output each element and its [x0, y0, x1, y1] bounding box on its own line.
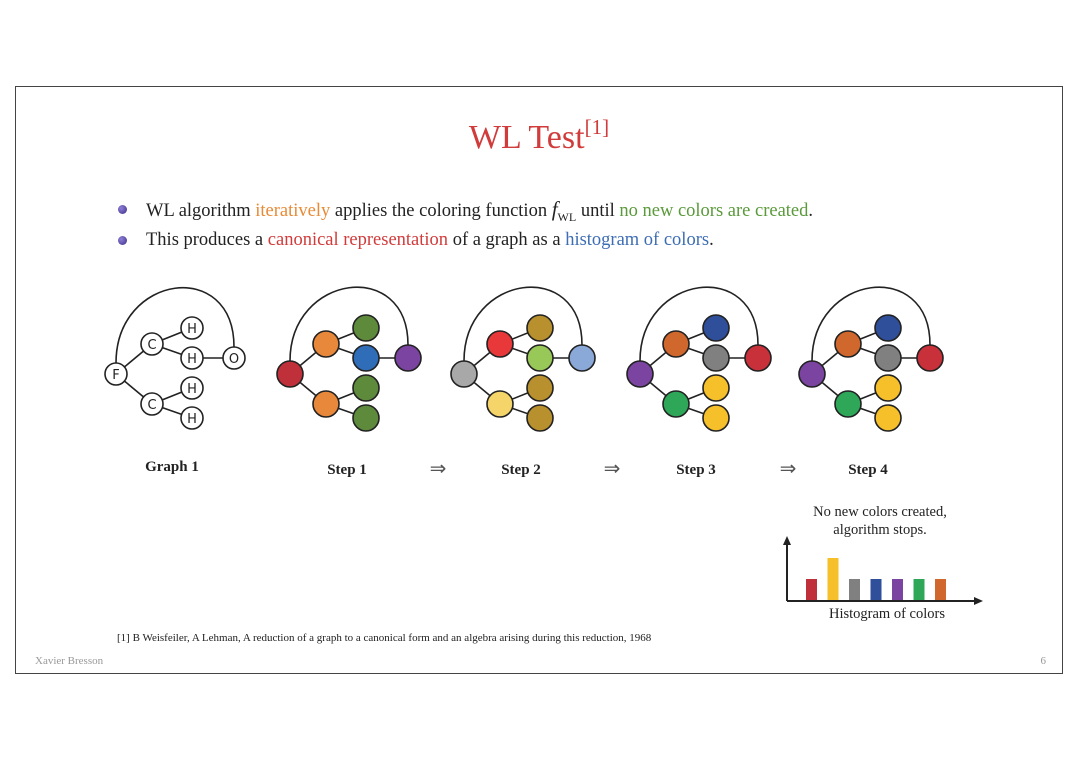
graph1-label: Graph 1 [145, 459, 199, 475]
graph1-atom-label: O [229, 352, 239, 367]
histogram-bar [913, 579, 925, 600]
step-graph-node [744, 344, 772, 372]
graph1-node [180, 376, 204, 400]
histogram-bar [849, 579, 860, 600]
math-subscript: WL [557, 210, 577, 225]
graph1-atom-label: H [187, 352, 197, 367]
bullet-dot-icon [118, 205, 127, 214]
bullet-segment: applies the coloring function [330, 201, 552, 221]
step-graph-node [874, 374, 902, 402]
bullet-text: This produces a canonical representation… [146, 230, 714, 250]
double-arrow-icon: ⇒ [780, 456, 797, 480]
graph1-atom-label: H [187, 382, 197, 397]
step-graph-node [486, 330, 514, 358]
step-graph-node [352, 344, 380, 372]
step-graph-node [450, 360, 478, 388]
graph1-node [180, 406, 204, 430]
graph1-node [104, 362, 128, 386]
bullet-segment: . [808, 201, 814, 221]
step-graph-node [352, 374, 380, 402]
bullet-segment: This produces a [146, 230, 268, 250]
graph1-node [180, 346, 204, 370]
bullet-segment: until [576, 201, 620, 221]
histogram-bar [827, 558, 839, 600]
bullet-dot-icon [118, 236, 127, 245]
histogram-axis-label: Histogram of colors [829, 606, 945, 622]
step-label: Step 1 [327, 462, 367, 478]
step-graph-node [568, 344, 596, 372]
step-graph-node [874, 314, 902, 342]
step-graph-node [702, 344, 730, 372]
step-graph-node [662, 330, 690, 358]
graph1-atom-label: H [187, 322, 197, 337]
bullet-segment: of a graph as a [448, 230, 566, 250]
graph1-node [180, 316, 204, 340]
graph1-node [222, 346, 246, 370]
histogram-caption: algorithm stops. [833, 522, 926, 538]
slide-title: WL Test[1] [468, 115, 610, 156]
step-graph-edge [811, 286, 931, 362]
bullet-segment: canonical representation [267, 230, 449, 250]
step-graph-node [798, 360, 826, 388]
graph1-node [140, 332, 164, 356]
bullet-segment: WL algorithm [146, 201, 256, 221]
graph1-atom-label: H [187, 412, 197, 427]
graph1-node [140, 392, 164, 416]
step-graph-node [526, 314, 554, 342]
step-label: Step 3 [676, 462, 716, 478]
step-graph-node [312, 330, 340, 358]
title-reference: [1] [584, 115, 610, 139]
step-graph-node [312, 390, 340, 418]
x-axis-arrow-icon [974, 597, 983, 605]
step-graph-node [526, 404, 554, 432]
step-graph-node [526, 374, 554, 402]
bullet-segment: no new colors are created [619, 201, 809, 221]
histogram-bar [806, 579, 817, 600]
step-graph-node [276, 360, 304, 388]
step-graph-node [874, 404, 902, 432]
bullet-list: WL algorithm iteratively applies the col… [116, 194, 1016, 256]
step-graph-node [626, 360, 654, 388]
histogram-bar [935, 579, 946, 600]
step-graph-node [874, 344, 902, 372]
histogram-bar [892, 579, 903, 600]
bullet-segment: histogram of colors [565, 230, 710, 250]
author-name: Xavier Bresson [35, 655, 104, 667]
step-graph-edge [463, 286, 583, 362]
bullet-item: WL algorithm iteratively applies the col… [116, 194, 1016, 225]
step-graph-node [352, 404, 380, 432]
graph1-edge [115, 286, 235, 364]
step-graph-node [526, 344, 554, 372]
double-arrow-icon: ⇒ [604, 456, 621, 480]
step-graph-node [352, 314, 380, 342]
page-number: 6 [1040, 655, 1047, 667]
step-graph-node [834, 390, 862, 418]
step-graph-edge [289, 286, 409, 362]
math-symbol: fWL [551, 197, 577, 225]
step-graph-node [486, 390, 514, 418]
step-label: Step 2 [501, 462, 541, 478]
graph1-atom-label: F [112, 368, 119, 383]
step-label: Step 4 [848, 462, 888, 478]
graph1-atom-label: C [147, 398, 156, 413]
histogram-bar [870, 579, 882, 600]
step-graph-node [702, 374, 730, 402]
bullet-segment: . [709, 230, 714, 250]
step-graph-node [394, 344, 422, 372]
step-graph-edge [639, 286, 759, 362]
step-graph-node [662, 390, 690, 418]
double-arrow-icon: ⇒ [430, 456, 447, 480]
footnote: [1] B Weisfeiler, A Lehman, A reduction … [117, 632, 652, 644]
step-graph-node [834, 330, 862, 358]
y-axis-arrow-icon [783, 536, 791, 545]
step-graph-node [916, 344, 944, 372]
step-graph-node [702, 314, 730, 342]
bullet-text: WL algorithm iteratively applies the col… [146, 197, 814, 224]
histogram-caption: No new colors created, [813, 504, 947, 520]
graph1-atom-label: C [147, 338, 156, 353]
bullet-segment: iteratively [255, 201, 331, 221]
bullet-item: This produces a canonical representation… [116, 225, 1016, 256]
step-graph-node [702, 404, 730, 432]
